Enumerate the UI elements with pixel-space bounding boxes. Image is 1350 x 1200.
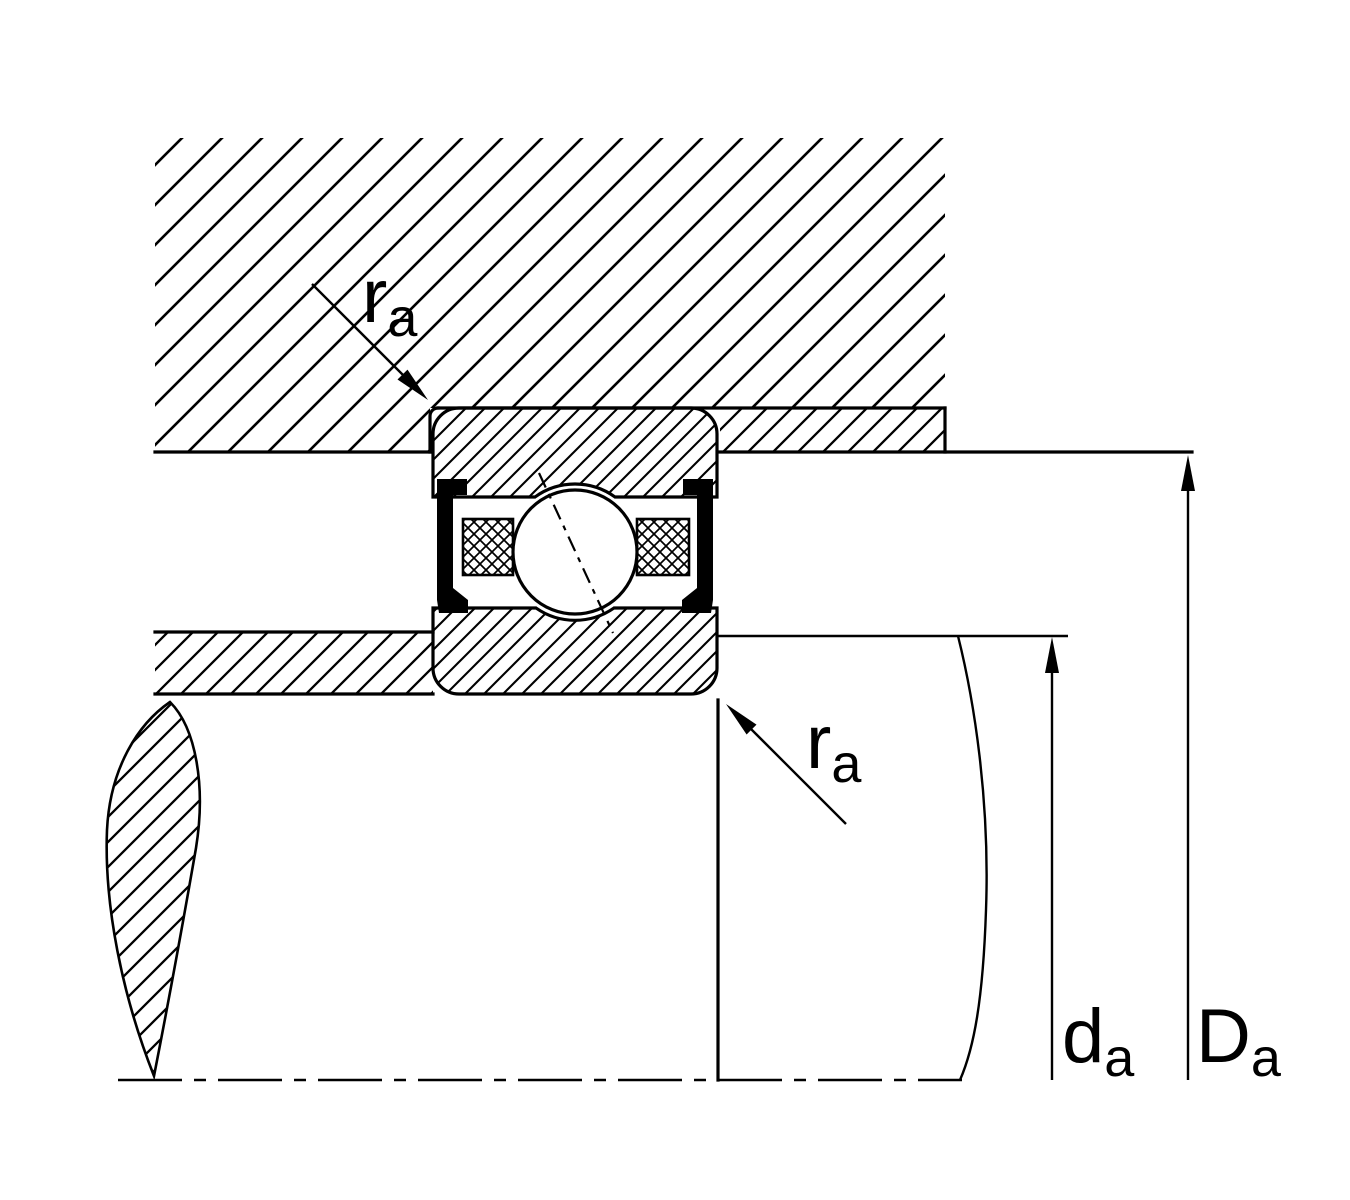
cage-left bbox=[461, 517, 515, 577]
da-arrowhead bbox=[1045, 637, 1059, 673]
ball-contact-axis-centerline bbox=[538, 472, 614, 634]
ra-top-arrowhead bbox=[397, 369, 428, 400]
ra-bottom-leader-line bbox=[749, 727, 847, 825]
ra-bottom-arrowhead bbox=[726, 704, 757, 735]
leader-ra-top: ra bbox=[311, 254, 428, 400]
housing-cover-section bbox=[718, 406, 1194, 454]
housing-hatch-area bbox=[155, 138, 945, 452]
ra-top-leader-line bbox=[311, 283, 405, 377]
bearing-inner-ring bbox=[431, 606, 719, 696]
bearing-outer-ring bbox=[431, 406, 719, 499]
dimension-Da: Da bbox=[1181, 455, 1282, 1088]
dimension-da: da bbox=[1045, 637, 1135, 1088]
da-label: da bbox=[1062, 994, 1135, 1088]
seal-left bbox=[437, 479, 468, 613]
leader-ra-bottom: ra bbox=[726, 700, 862, 825]
ra-bottom-label: ra bbox=[806, 700, 862, 794]
shaft-partial-section-blob bbox=[105, 700, 202, 1081]
Da-arrowhead bbox=[1181, 455, 1195, 491]
shaft-break-contour bbox=[956, 635, 988, 1081]
Da-label: Da bbox=[1196, 994, 1282, 1088]
shaft-spacer-hatch-area bbox=[155, 632, 433, 694]
ball bbox=[511, 488, 639, 616]
seal-right bbox=[682, 479, 713, 613]
bearing-cross-section bbox=[431, 406, 719, 696]
housing-section bbox=[153, 138, 947, 454]
cover-hatch-area bbox=[720, 408, 945, 452]
ra-top-label: ra bbox=[362, 254, 418, 348]
shaft-section bbox=[105, 630, 1068, 1082]
cage-right bbox=[635, 517, 691, 577]
